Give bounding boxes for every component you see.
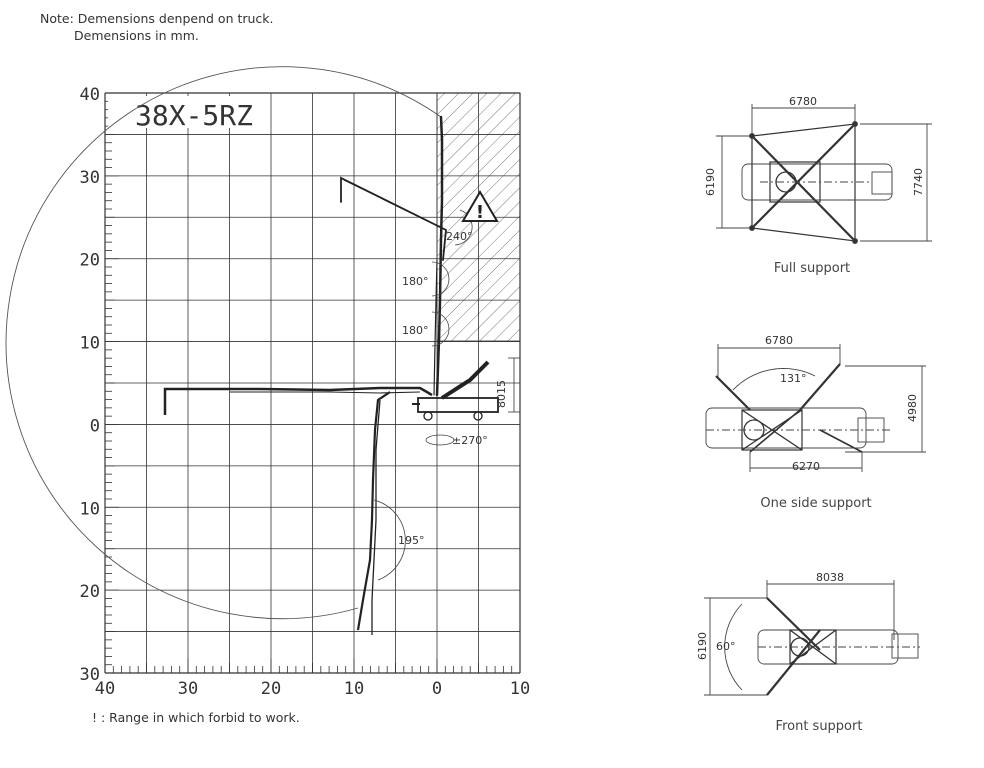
angle-195: 195° <box>398 534 425 547</box>
one-side-support-caption: One side support <box>760 496 871 511</box>
x-axis-labels: 40 30 20 10 0 10 <box>95 679 530 699</box>
note: Note: Demensions denpend on truck. Demen… <box>40 10 274 44</box>
full-support-left-dim: 6190 <box>704 168 717 196</box>
y-tick-label: 0 <box>90 416 100 436</box>
x-tick-label: 40 <box>95 679 115 699</box>
warning-icon: ! <box>461 190 499 223</box>
note-line-1: Note: Demensions denpend on truck. <box>40 11 274 26</box>
boom-vertical <box>340 115 447 397</box>
front-support-diagram <box>704 580 920 696</box>
angle-270: ±270° <box>452 434 488 447</box>
y-tick-label: 40 <box>80 85 100 105</box>
y-tick-label: 10 <box>80 334 100 354</box>
one-side-top-dim: 6780 <box>765 334 793 347</box>
x-tick-label: 30 <box>178 679 198 699</box>
full-support-right-dim: 7740 <box>912 168 925 196</box>
front-top-dim: 8038 <box>816 571 844 584</box>
front-support-caption: Front support <box>776 719 863 734</box>
full-support-diagram <box>716 104 932 244</box>
full-support-width: 6780 <box>789 95 817 108</box>
one-side-support-diagram <box>705 344 926 472</box>
truck <box>412 360 499 421</box>
y-axis-labels: 40 30 20 10 0 10 20 30 <box>80 85 100 685</box>
one-side-right-dim: 4980 <box>906 394 919 422</box>
grid <box>104 92 521 674</box>
x-tick-label: 10 <box>510 679 530 699</box>
full-support-caption: Full support <box>774 261 850 276</box>
one-side-bottom-dim: 6270 <box>792 460 820 473</box>
reach-envelope <box>5 66 442 620</box>
x-tick-label: 0 <box>432 679 442 699</box>
dimension-8015: 8015 <box>495 357 520 413</box>
y-tick-label: 10 <box>80 499 100 519</box>
angle-180-lower: 180° <box>402 324 429 337</box>
angle-180-upper: 180° <box>402 275 429 288</box>
y-tick-label: 30 <box>80 665 100 685</box>
range-diagram: 38X-5RZ <box>5 66 530 699</box>
angle-240: 240° <box>446 230 473 243</box>
model-title: 38X-5RZ <box>135 99 253 132</box>
y-tick-label: 20 <box>80 251 100 271</box>
boom-downward <box>356 391 391 635</box>
svg-text:!: ! <box>476 202 484 223</box>
boom-horizontal <box>163 386 433 415</box>
front-left-dim: 6190 <box>696 632 709 660</box>
label-8015: 8015 <box>495 380 508 408</box>
y-tick-label: 20 <box>80 582 100 602</box>
one-side-angle: 131° <box>780 372 807 385</box>
note-line-2: Demensions in mm. <box>74 28 199 43</box>
front-angle: 60° <box>716 640 736 653</box>
x-tick-label: 10 <box>344 679 364 699</box>
x-tick-label: 20 <box>261 679 281 699</box>
y-tick-label: 30 <box>80 168 100 188</box>
footnote: ! : Range in which forbid to work. <box>92 710 300 725</box>
